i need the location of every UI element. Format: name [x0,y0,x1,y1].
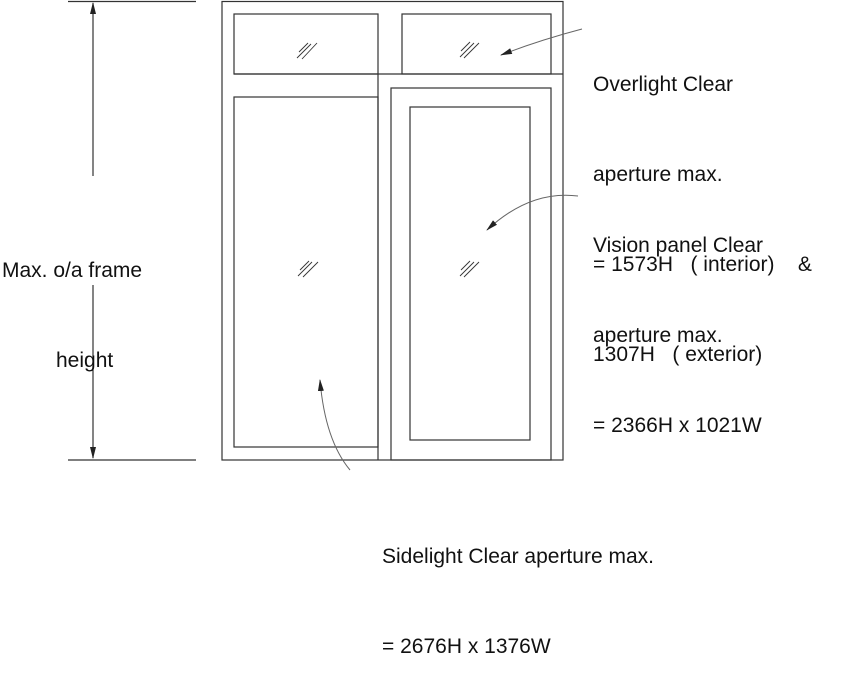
overlight-left-pane [233,13,379,75]
overlight-label-line2: aperture max. [593,163,723,186]
outer-frame [221,0,564,461]
vision-leader [486,194,579,231]
dimension-label-line2: height [56,349,114,372]
vision-label-line3: = 2366H x 1021W [593,414,762,437]
overlight-label: Overlight Clear aperture max. = 1573H ( … [593,10,812,400]
overlight-label-line4: 1307H ( exterior) [593,343,763,366]
overlight-label-line3: = 1573H ( interior) & [593,253,812,276]
vision-label-line1: Vision panel Clear [593,234,764,257]
overlight-label-line1: Overlight Clear [593,73,734,96]
sidelight-leader [317,379,351,471]
sidelight-pane [233,96,379,448]
vision-panel [409,106,531,441]
vision-label-line2: aperture max. [593,324,723,347]
window-elevation-drawing [68,0,583,471]
door-sash [390,87,552,461]
glass-hatch-marks [296,41,480,278]
overlight-leader [500,28,583,56]
dimension-label: Max. o/a frame height [2,196,142,406]
sidelight-label-line2: = 2676H x 1376W [382,635,551,658]
dimension-label-line1: Max. o/a frame [2,259,143,282]
sidelight-label-line1: Sidelight Clear aperture max. [382,545,654,568]
vision-label: Vision panel Clear aperture max. = 2366H… [593,171,763,471]
overlight-right-pane [401,13,552,75]
sidelight-label: Sidelight Clear aperture max. = 2676H x … [382,482,654,692]
